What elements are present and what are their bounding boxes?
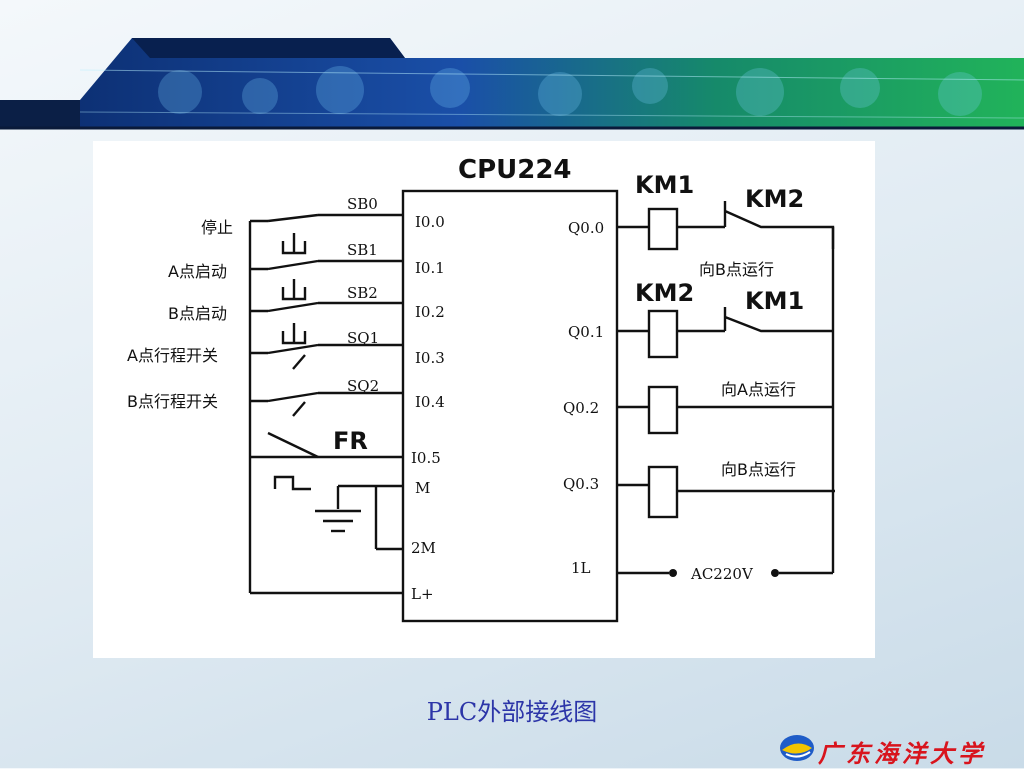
output-terminal: Q0.1 [568, 323, 604, 341]
input-device: SB2 [347, 284, 378, 302]
input-device: SQ2 [347, 377, 379, 395]
university-logo: 广东海洋大学 [776, 728, 1024, 768]
input-label: B点行程开关 [127, 392, 218, 411]
input-device: FR [333, 427, 368, 455]
output-terminal: Q0.0 [568, 219, 604, 237]
output-note: 向A点运行 [721, 380, 796, 399]
input-terminal: I0.2 [415, 303, 445, 321]
input-label: 停止 [201, 218, 233, 237]
input-contact-sq1: A点行程开关 SQ1 I0.3 [127, 329, 445, 370]
output-q02: Q0.2 向A点运行 [563, 380, 833, 435]
plc-wiring-diagram: CPU224 停止 SB0 I0.0 A点启动 SB1 I0.1 [127, 155, 835, 623]
input-terminal: I0.3 [415, 349, 445, 367]
output-q00: Q0.0 KM1 KM2 向B点运行 [568, 171, 835, 279]
input-contact-fr: FR I0.5 [250, 427, 441, 491]
university-name: 广东海洋大学 [818, 739, 986, 768]
terminal-2m: 2M [411, 539, 436, 557]
input-device: SB1 [347, 241, 378, 259]
input-device: SB0 [347, 195, 378, 213]
input-terminal: I0.5 [411, 449, 441, 467]
terminal-m: M [415, 479, 430, 497]
diagram-caption: PLC外部接线图 [426, 698, 598, 726]
output-note: 向B点运行 [699, 260, 774, 279]
coil-label: KM1 [635, 171, 694, 199]
plc-title: CPU224 [458, 155, 572, 185]
wiring-diagram-panel: CPU224 停止 SB0 I0.0 A点启动 SB1 I0.1 [93, 141, 875, 658]
input-terminal: I0.4 [415, 393, 445, 411]
output-terminal: Q0.3 [563, 475, 599, 493]
university-emblem-icon [780, 735, 814, 761]
input-label: A点启动 [168, 262, 227, 281]
input-label: A点行程开关 [127, 346, 218, 365]
output-q01: Q0.1 KM2 KM1 [568, 279, 833, 359]
ground-wiring [315, 484, 403, 551]
header-banner [0, 38, 1024, 130]
supply-label: AC220V [690, 565, 754, 583]
terminal-1l: 1L [571, 559, 591, 577]
input-contact-sb1: A点启动 SB1 I0.1 [168, 241, 445, 301]
input-contact-sq2: B点行程开关 SQ2 I0.4 [127, 377, 445, 417]
input-contact-sb2: B点启动 SB2 I0.2 [168, 284, 445, 345]
interlock-label: KM1 [745, 287, 804, 315]
input-terminal: I0.1 [415, 259, 445, 277]
coil-label: KM2 [635, 279, 694, 307]
output-terminal: Q0.2 [563, 399, 599, 417]
output-q03: Q0.3 向B点运行 [563, 460, 835, 519]
interlock-label: KM2 [745, 185, 804, 213]
input-contact-sb0: 停止 SB0 I0.0 [201, 195, 445, 255]
input-device: SQ1 [347, 329, 379, 347]
terminal-l-plus: L+ [411, 585, 434, 603]
input-label: B点启动 [168, 304, 227, 323]
output-note: 向B点运行 [721, 460, 796, 479]
input-terminal: I0.0 [415, 213, 445, 231]
